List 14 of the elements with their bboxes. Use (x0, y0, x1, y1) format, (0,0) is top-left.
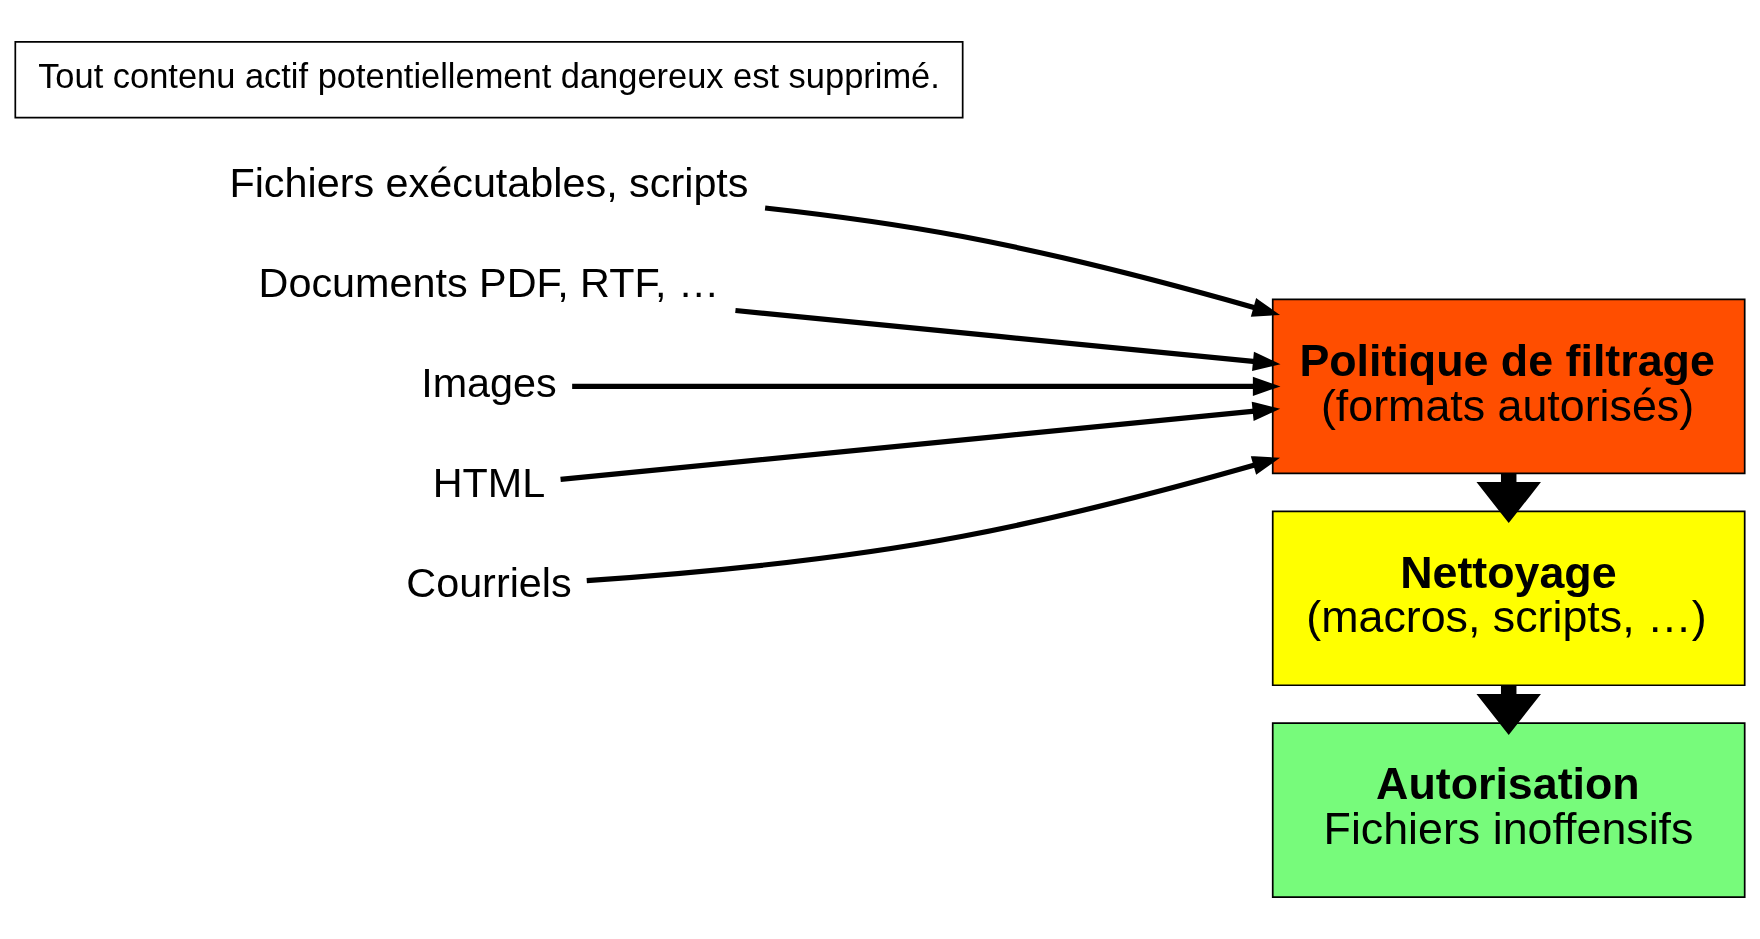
node-text: Documents PDF, RTF, … (258, 260, 720, 307)
node-box: Politique de filtrage (formats autorisés) (1271, 298, 1746, 475)
node-text: HTML (432, 459, 546, 506)
node-box: Nettoyage (macros, scripts, …) (1271, 510, 1746, 687)
arrow (572, 376, 1281, 397)
node-text: Courriels (406, 559, 572, 606)
node-box: Tout contenu actif potentiellement dangereux est supprimé. (14, 41, 964, 119)
node-text: Images (421, 360, 557, 407)
node-text: Fichiers exécutables, scripts (229, 160, 749, 207)
arrow (560, 401, 1281, 482)
arrow (586, 456, 1281, 584)
arrow (735, 307, 1281, 372)
node-box: Autorisation Fichiers inoffensifs (1271, 722, 1746, 898)
arrow (764, 205, 1281, 317)
